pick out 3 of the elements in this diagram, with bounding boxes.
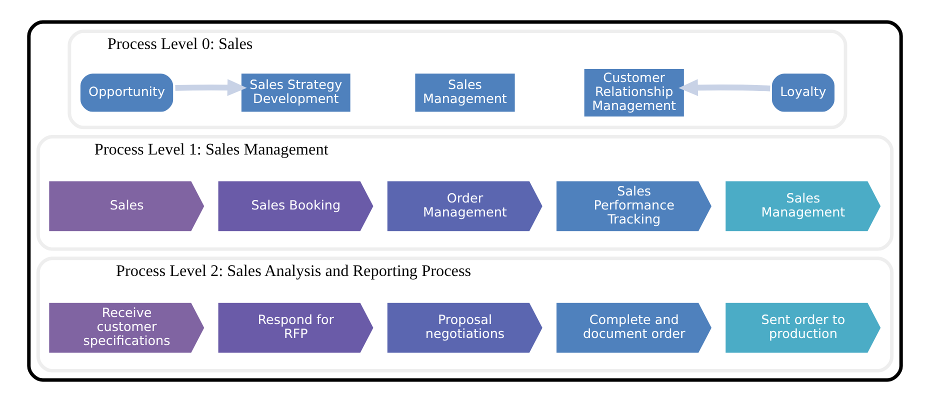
- arrow: [678, 79, 770, 96]
- cluster: [27, 20, 903, 382]
- arrow: [175, 79, 247, 96]
